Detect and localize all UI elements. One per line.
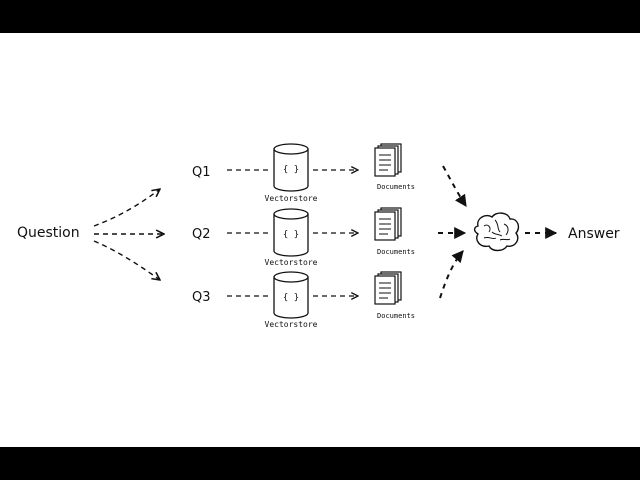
database-cylinder-icon: { } <box>274 272 308 318</box>
docs-label: Documents <box>377 312 415 320</box>
question-label: Question <box>17 225 80 241</box>
docs-label: Documents <box>377 183 415 191</box>
store-label: Vectorstore <box>265 258 318 267</box>
docs-label: Documents <box>377 248 415 256</box>
query-label: Q1 <box>192 165 211 180</box>
documents-stack-icon <box>375 208 401 240</box>
store-glyph: { } <box>283 293 299 303</box>
store-label: Vectorstore <box>265 194 318 203</box>
database-cylinder-icon: { } <box>274 209 308 256</box>
diagram-background <box>0 33 640 447</box>
store-glyph: { } <box>283 230 299 240</box>
documents-stack-icon <box>375 272 401 304</box>
store-glyph: { } <box>283 165 299 175</box>
brain-icon <box>475 213 519 250</box>
documents-stack-icon <box>375 144 401 176</box>
answer-label: Answer <box>568 226 620 242</box>
query-label: Q3 <box>192 290 211 305</box>
query-label: Q2 <box>192 227 211 242</box>
database-cylinder-icon: { } <box>274 144 308 191</box>
store-label: Vectorstore <box>265 320 318 329</box>
